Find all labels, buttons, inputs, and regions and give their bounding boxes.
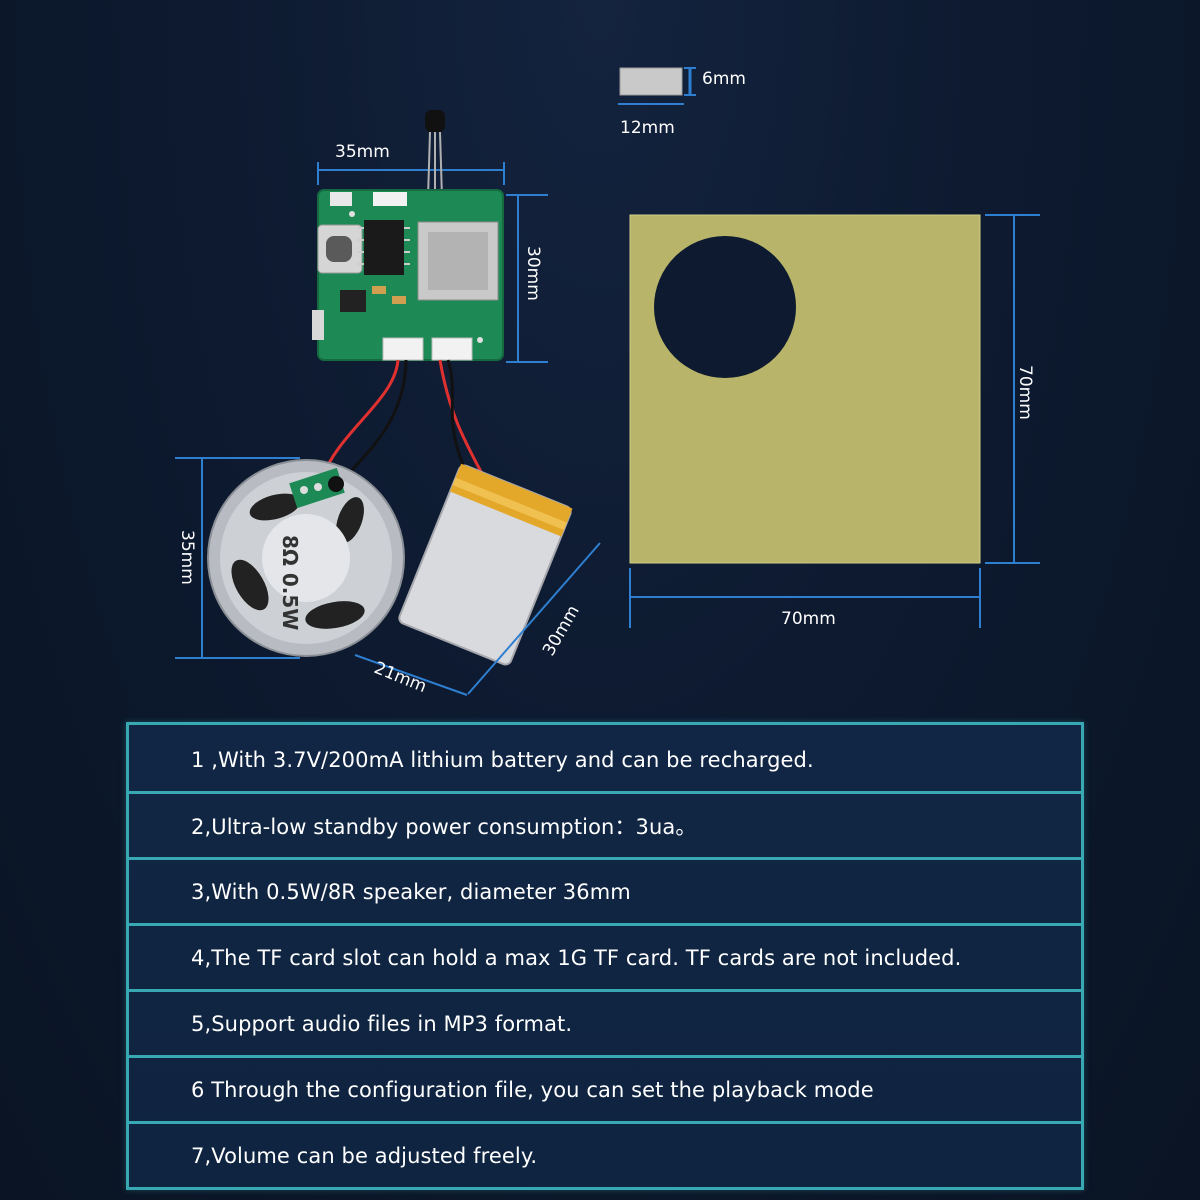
spec-divider — [129, 1121, 1081, 1124]
spec-divider — [129, 791, 1081, 794]
label-sticker-height: 70mm — [1015, 365, 1035, 420]
spec-row-5: 5,Support audio files in MP3 format. — [129, 992, 1081, 1055]
spec-row-3: 3,With 0.5W/8R speaker, diameter 36mm — [129, 860, 1081, 923]
label-board-width: 35mm — [335, 142, 390, 162]
pcb-group: 35mm 30mm — [312, 110, 548, 363]
label-sticker-width: 70mm — [781, 609, 836, 629]
spec-row-7: 7,Volume can be adjusted freely. — [129, 1124, 1081, 1187]
label-speaker-diameter: 35mm — [177, 530, 197, 585]
label-6mm: 6mm — [702, 69, 746, 89]
spec-table: 1 ,With 3.7V/200mA lithium battery and c… — [126, 722, 1084, 1190]
label-board-height: 30mm — [523, 246, 543, 301]
spec-divider — [129, 989, 1081, 992]
spec-text-6: 6 Through the configuration file, you ca… — [191, 1077, 874, 1102]
speaker-marking: 8Ω 0.5W — [278, 535, 302, 630]
sticker-group: 70mm 70mm — [629, 214, 1040, 629]
spec-divider — [129, 1055, 1081, 1058]
spec-text-4: 4,The TF card slot can hold a max 1G TF … — [191, 945, 962, 970]
product-diagram: 6mm 12mm 35mm 30mm — [175, 67, 1040, 697]
small-pad-group: 6mm 12mm — [618, 67, 746, 138]
spec-text-2: 2,Ultra-low standby power consumption：3u… — [191, 814, 697, 839]
spec-divider — [129, 857, 1081, 860]
label-battery-length: 30mm — [539, 602, 584, 659]
spec-divider — [129, 923, 1081, 926]
spec-row-4: 4,The TF card slot can hold a max 1G TF … — [129, 926, 1081, 989]
small-pad — [619, 67, 683, 96]
spec-text-7: 7,Volume can be adjusted freely. — [191, 1143, 538, 1168]
spec-row-6: 6 Through the configuration file, you ca… — [129, 1058, 1081, 1121]
speaker-group: 35mm 8Ω 0.5W — [175, 457, 405, 659]
spec-text-3: 3,With 0.5W/8R speaker, diameter 36mm — [191, 879, 631, 904]
spec-text-1: 1 ,With 3.7V/200mA lithium battery and c… — [191, 747, 814, 772]
label-battery-width: 21mm — [371, 658, 429, 697]
spec-text-5: 5,Support audio files in MP3 format. — [191, 1011, 573, 1036]
spec-row-1: 1 ,With 3.7V/200mA lithium battery and c… — [129, 728, 1081, 791]
label-12mm: 12mm — [620, 118, 675, 138]
spec-row-2: 2,Ultra-low standby power consumption：3u… — [129, 794, 1081, 857]
